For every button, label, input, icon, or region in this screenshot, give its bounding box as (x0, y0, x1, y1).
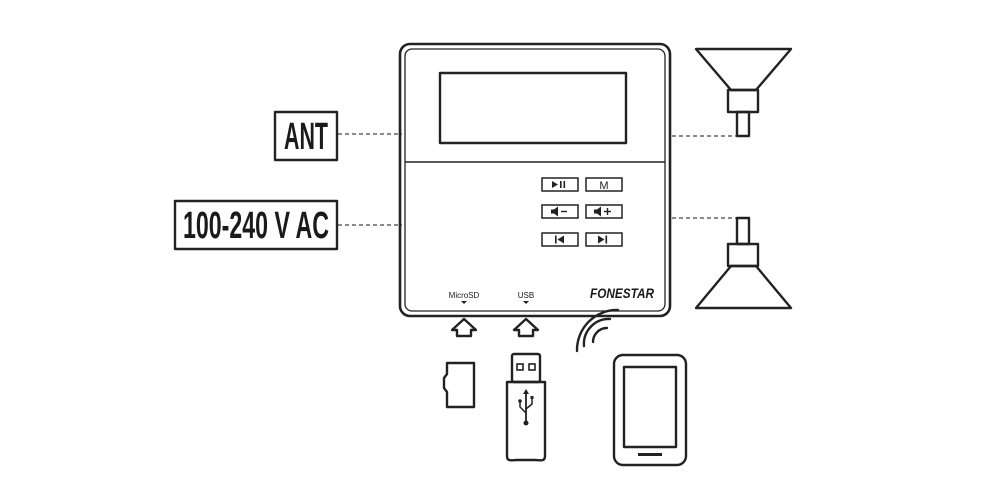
next-button[interactable] (585, 232, 623, 247)
microsd-port-arrow-icon (461, 301, 467, 304)
volume-up-icon (594, 206, 611, 217)
brand-logo: FONESTAR (590, 285, 655, 301)
speaker-top-icon (694, 47, 793, 138)
usb-stick-icon (505, 352, 547, 462)
smartphone-icon (612, 353, 688, 467)
mode-button[interactable]: M (585, 177, 623, 192)
display-screen (438, 71, 628, 145)
previous-icon (555, 235, 564, 244)
antenna-label-box: ANT (273, 110, 339, 162)
usb-port-label: USB (518, 291, 534, 300)
volume-down-button[interactable] (541, 204, 579, 219)
previous-button[interactable] (541, 232, 579, 247)
play-pause-button[interactable] (541, 177, 579, 192)
antenna-label: ANT (284, 116, 328, 158)
play-pause-icon (552, 181, 566, 188)
mode-icon: M (599, 180, 608, 192)
volume-up-button[interactable] (585, 204, 623, 219)
volume-down-icon (551, 206, 567, 217)
power-label-box: 100-240 V AC (173, 199, 339, 251)
next-icon (598, 235, 608, 244)
usb-port-arrow-icon (523, 301, 529, 304)
microsd-insert-arrow-icon (450, 317, 478, 338)
usb-insert-arrow-icon (512, 317, 540, 338)
wireless-signal-icon (575, 308, 620, 353)
microsd-port-label: MicroSD (449, 291, 480, 300)
usb-symbol-icon (518, 389, 534, 426)
microsd-card-icon (442, 361, 476, 409)
power-label: 100-240 V AC (183, 205, 329, 247)
audio-unit: M (398, 42, 672, 318)
speaker-bottom-icon (694, 216, 793, 310)
